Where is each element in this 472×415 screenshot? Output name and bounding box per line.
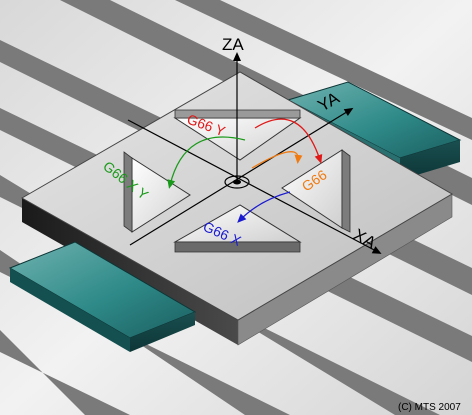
arc-g66-xy	[167, 136, 246, 189]
arc-g66-y	[254, 118, 323, 164]
arc-g66-x	[237, 191, 291, 223]
y-axis-line	[129, 107, 354, 246]
copyright-text: (C) MTS 2007	[398, 402, 461, 413]
rail-front	[8, 241, 197, 352]
table-top	[20, 71, 453, 321]
arc-g66	[251, 151, 303, 169]
wedge-left	[123, 151, 191, 233]
wedge-bottom	[173, 204, 302, 253]
z-axis-label: ZA	[222, 35, 244, 54]
x-axis-line	[127, 119, 382, 254]
wedge-right	[281, 149, 351, 233]
center-symbol	[224, 175, 250, 189]
